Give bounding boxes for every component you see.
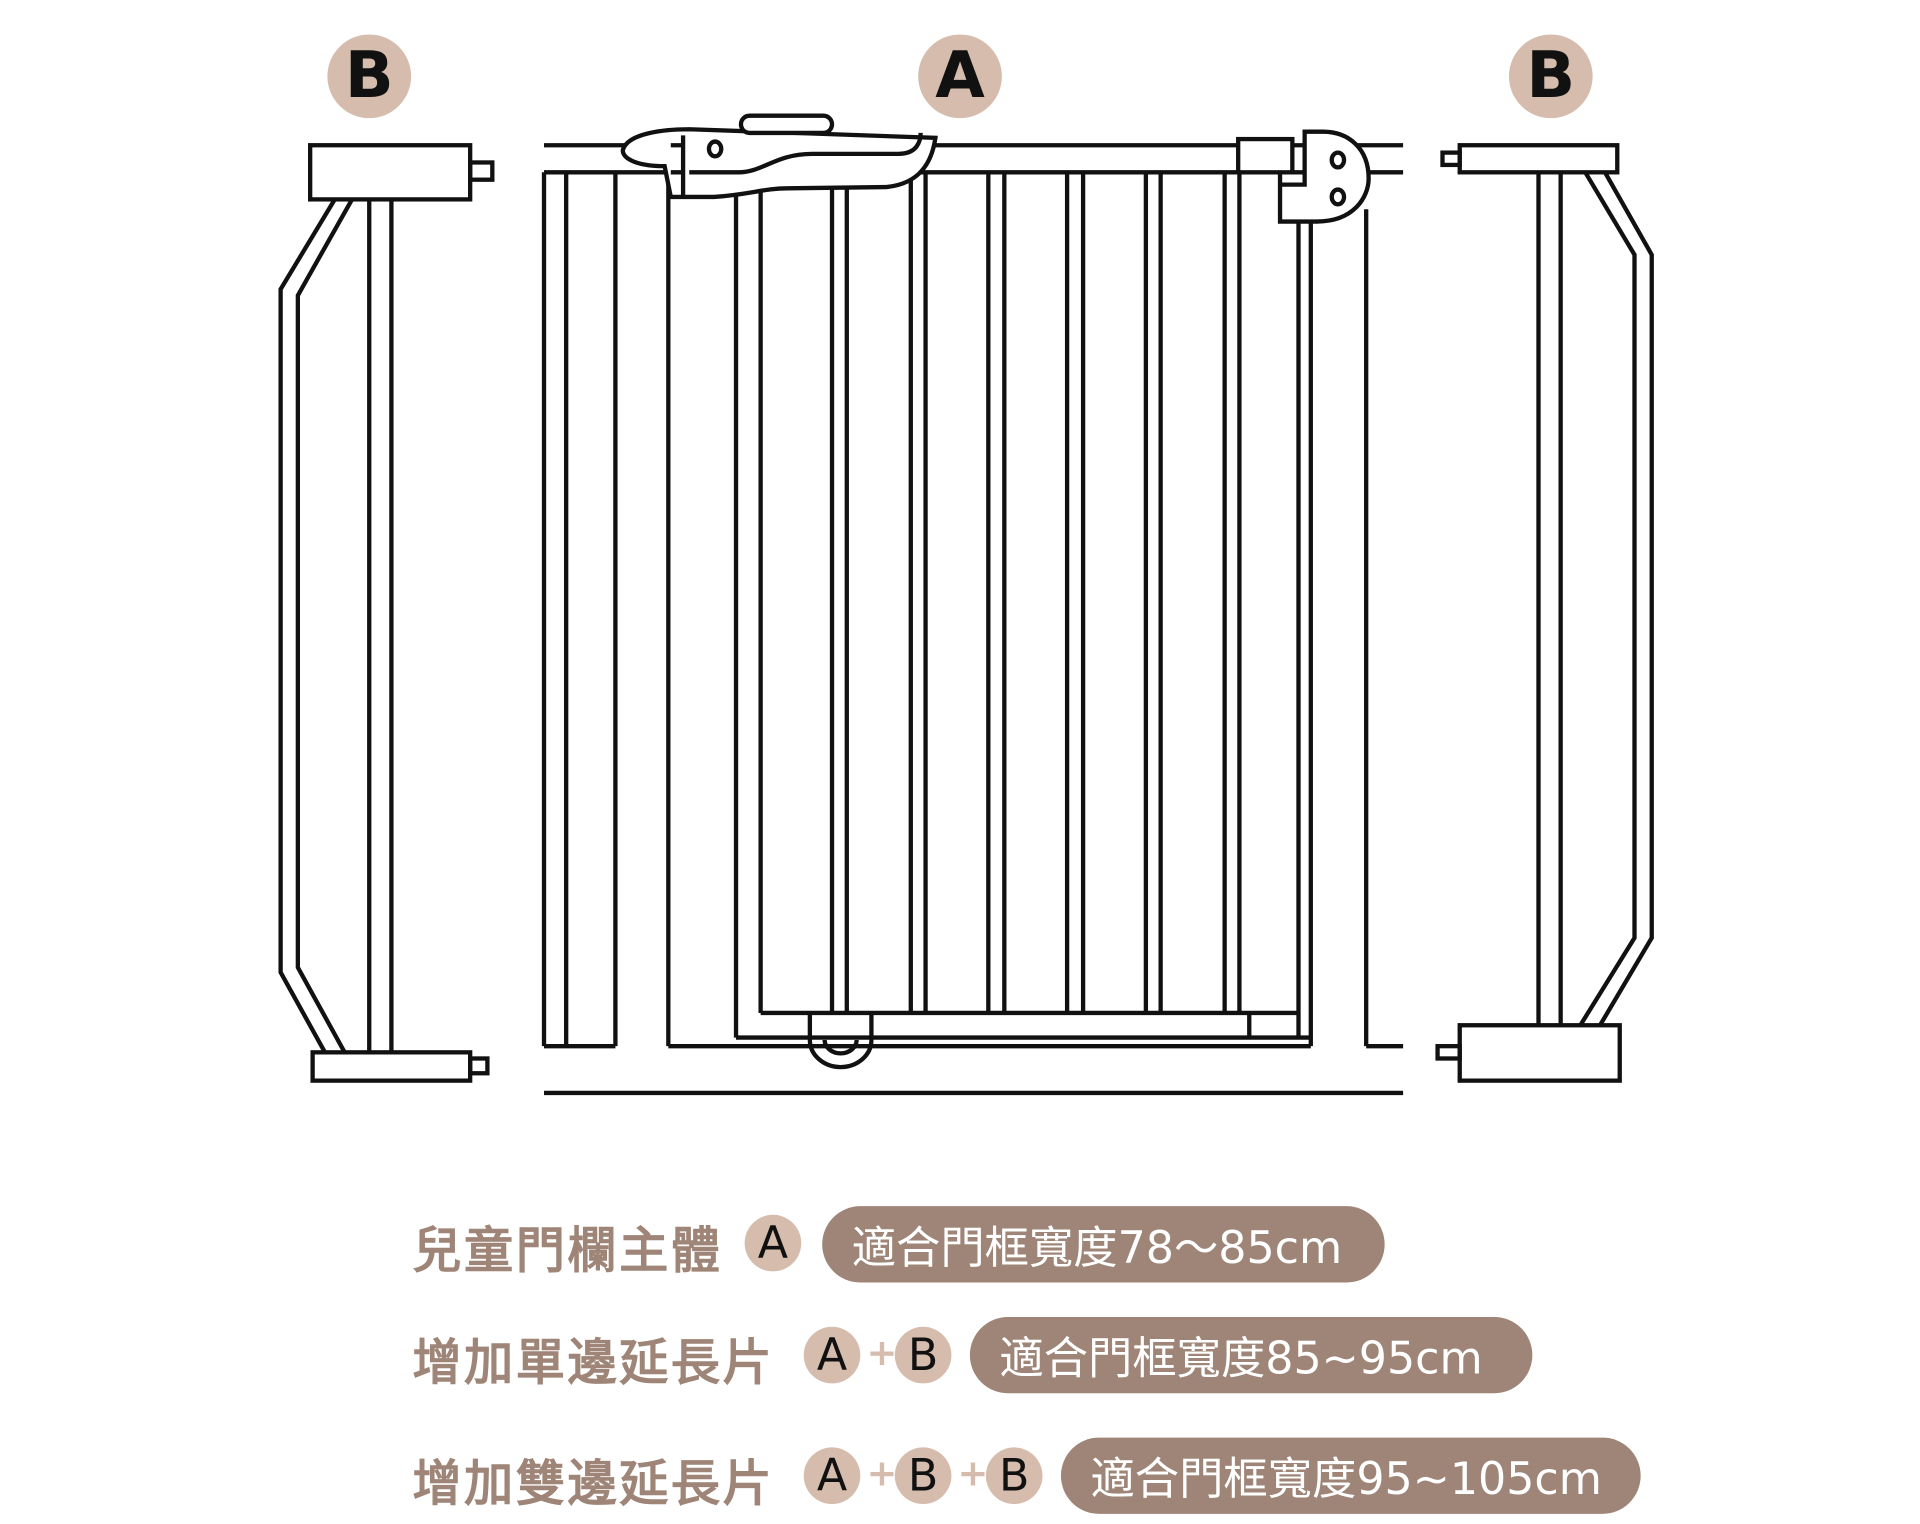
row-2-label: 增加單邊延長片 (412, 1335, 775, 1393)
plus-sign: + (866, 1331, 898, 1375)
row-2-part-a: A (803, 1326, 861, 1384)
row-3-fit-pill: 適合門框寬度95~105cm (1060, 1437, 1641, 1514)
part-b-right-badge: B (1508, 34, 1593, 119)
extension-b-right (1435, 143, 1654, 1083)
row-3-part-a: A (803, 1447, 861, 1505)
row-3-label: 增加雙邊延長片 (412, 1456, 775, 1513)
gate-illustration (278, 113, 1654, 1096)
part-b-left-badge: B (327, 34, 412, 119)
gate-main-a (541, 113, 1404, 1096)
part-a-badge: A (918, 34, 1002, 119)
plus-sign: + (866, 1452, 898, 1496)
extension-b-left (278, 143, 495, 1083)
row-2-part-b: B (894, 1326, 952, 1384)
row-2-fit-pill: 適合門框寬度85~95cm (969, 1316, 1533, 1394)
row-3-part-b2: B (985, 1447, 1043, 1505)
row-1-label: 兒童門欄主體 (412, 1223, 723, 1281)
row-1-fit-pill: 適合門框寬度78〜85cm (822, 1206, 1385, 1283)
row-3-part-b1: B (894, 1447, 952, 1505)
plus-sign: + (957, 1452, 989, 1496)
row-1-part-a: A (744, 1214, 802, 1272)
